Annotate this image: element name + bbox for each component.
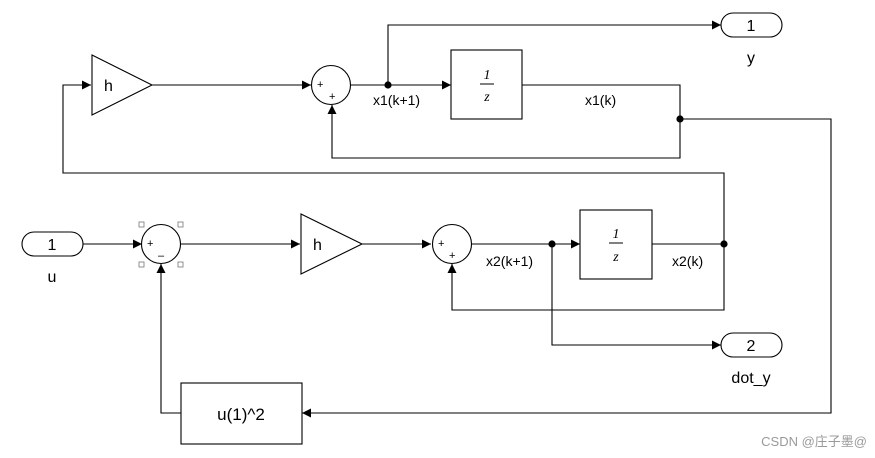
delay-bottom-numerator: 1 (613, 227, 620, 242)
sum-block-mid[interactable]: + + (431, 223, 473, 265)
sum-input-sign-2: – (158, 250, 165, 262)
unit-delay-bottom[interactable]: 1 z (579, 209, 653, 280)
outport-dot-y-label: dot_y (731, 370, 770, 387)
fcn-expression: u(1)^2 (217, 405, 265, 424)
sum-top-sign-2: + (329, 91, 335, 103)
wire-delay1-out (522, 84, 681, 119)
wire-x1-feedback (327, 105, 681, 159)
wire-x2next-to-out-doty (551, 244, 721, 350)
inport-u[interactable]: 1 (21, 231, 84, 257)
inport-u-label: u (48, 269, 57, 286)
sum-block-top[interactable]: + + (310, 64, 352, 106)
unit-delay-top[interactable]: 1 z (450, 49, 523, 120)
junction-x1 (676, 115, 684, 123)
sum-top-sign-1: + (317, 79, 323, 91)
watermark: CSDN @庄子墨@ (761, 434, 867, 449)
junction-x2 (720, 240, 728, 248)
outport-y-number: 1 (747, 18, 756, 35)
gain-bottom-label: h (313, 237, 322, 254)
junctions (384, 81, 728, 248)
gain-block-bottom[interactable]: h (300, 213, 364, 275)
signal-label-x1[interactable]: x1(k) (585, 92, 616, 108)
selection-handle-br[interactable] (177, 261, 184, 268)
wire-x1next-to-out-y (387, 20, 721, 85)
inport-u-number: 1 (48, 237, 57, 254)
wire-x2-to-gain1 (62, 80, 725, 244)
delay-top-denominator: z (483, 90, 490, 105)
wires (62, 20, 832, 418)
signal-label-x2-next[interactable]: x2(k+1) (486, 253, 533, 269)
outport-y-label: y (747, 50, 755, 67)
signal-label-x1-next[interactable]: x1(k+1) (373, 92, 420, 108)
wire-x1-to-fcn (302, 118, 832, 418)
wire-fcn-to-sum0 (156, 264, 181, 414)
delay-bottom-denominator: z (612, 250, 619, 265)
outport-dot-y[interactable]: 2 (720, 332, 783, 358)
gain-top-label: h (104, 78, 113, 95)
sum-input-sign-1: + (147, 238, 153, 250)
fcn-block[interactable]: u(1)^2 (180, 382, 303, 445)
sum-mid-sign-2: + (449, 250, 455, 262)
wire-x2-feedback (447, 244, 725, 311)
junction-x1next (384, 81, 392, 89)
sum-mid-sign-1: + (438, 238, 444, 250)
outport-dot-y-number: 2 (747, 338, 756, 355)
sum-block-input[interactable]: + – (138, 221, 184, 268)
delay-top-numerator: 1 (484, 68, 491, 83)
outport-y[interactable]: 1 (720, 12, 783, 38)
junction-x2next (548, 240, 556, 248)
selection-handle-tl[interactable] (138, 221, 145, 228)
selection-handle-bl[interactable] (138, 261, 145, 268)
selection-handle-tr[interactable] (177, 221, 184, 228)
gain-block-top[interactable]: h (91, 54, 154, 116)
signal-label-x2[interactable]: x2(k) (672, 253, 703, 269)
